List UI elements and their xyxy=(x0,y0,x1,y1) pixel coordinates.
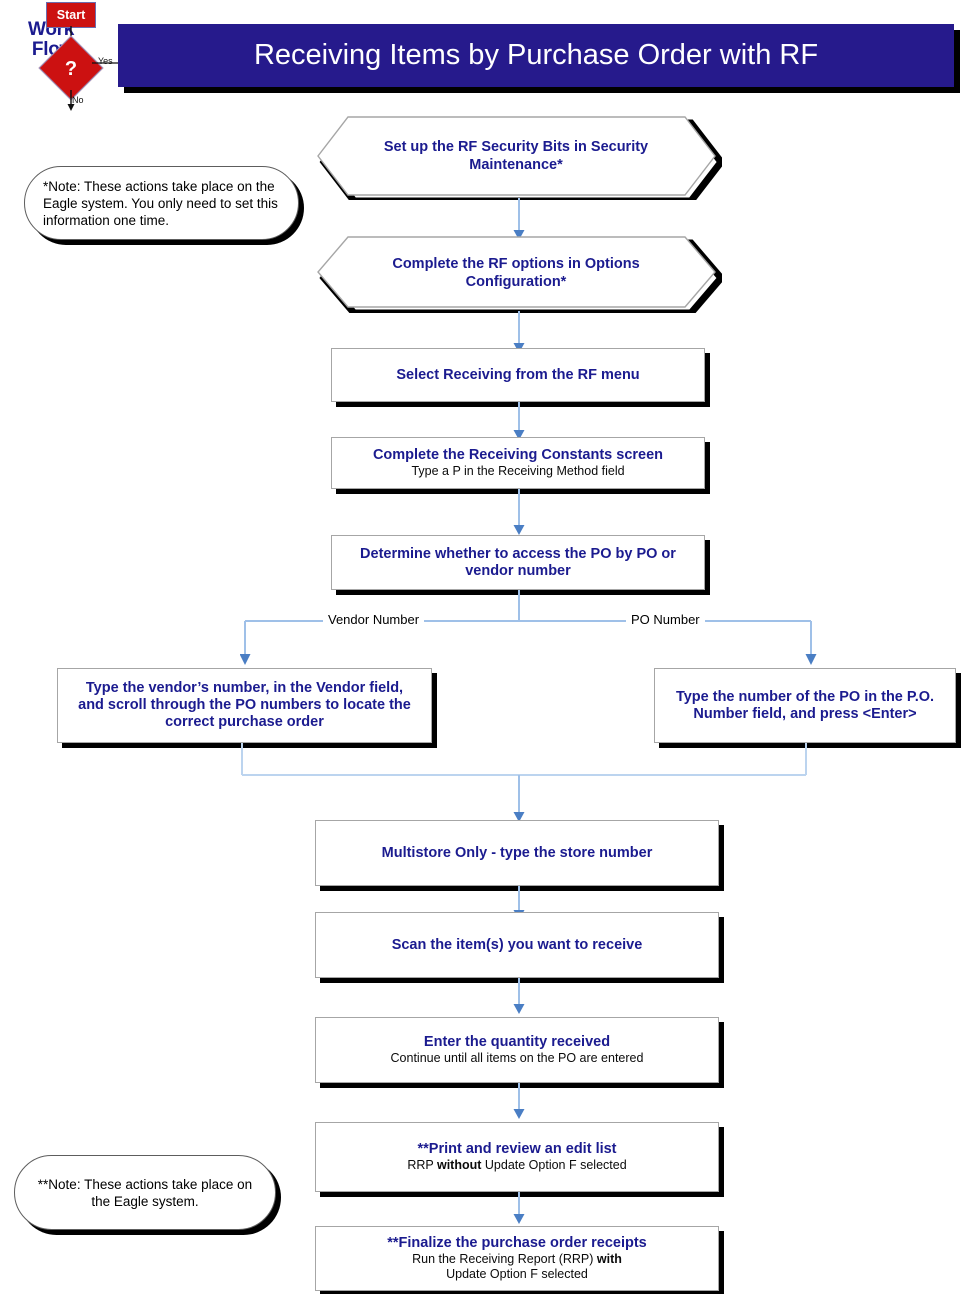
node-po-branch-title: Type the number of the PO in the P.O. Nu… xyxy=(675,688,935,722)
connector-constants-to-determine xyxy=(513,489,525,535)
hexagon-shape xyxy=(317,236,722,313)
edit-list-sub-emphasis: without xyxy=(436,1158,482,1172)
connector-scan-to-quantity xyxy=(513,978,525,1014)
node-determine-access[interactable]: Determine whether to access the PO by PO… xyxy=(331,535,705,590)
hexagon-shape xyxy=(317,116,722,200)
logo-yes-label: Yes xyxy=(98,56,113,66)
node-enter-quantity[interactable]: Enter the quantity received Continue unt… xyxy=(315,1017,719,1083)
branch-label-vendor-number: Vendor Number xyxy=(323,613,425,627)
node-scan-items-title: Scan the item(s) you want to receive xyxy=(391,936,643,953)
note-one-time: *Note: These actions take place on the E… xyxy=(24,166,299,240)
node-enter-quantity-title: Enter the quantity received xyxy=(423,1034,611,1050)
node-setup-security-bits-title: Set up the RF Security Bits in Security … xyxy=(383,139,649,173)
connector-select-receiving-to-constants xyxy=(513,402,525,440)
finalize-sub-part1: Run the Receiving Report (RRP) xyxy=(412,1252,597,1266)
edit-list-sub-part1: RRP xyxy=(407,1158,437,1172)
finalize-sub-emphasis: with xyxy=(596,1252,622,1266)
node-finalize-receipts[interactable]: **Finalize the purchase order receipts R… xyxy=(315,1226,719,1291)
node-vendor-branch-title: Type the vendor’s number, in the Vendor … xyxy=(78,680,411,730)
node-print-edit-list-title: **Print and review an edit list xyxy=(417,1141,617,1157)
node-po-branch[interactable]: Type the number of the PO in the P.O. Nu… xyxy=(654,668,956,743)
node-receiving-constants[interactable]: Complete the Receiving Constants screen … xyxy=(331,437,705,489)
node-receiving-constants-title: Complete the Receiving Constants screen xyxy=(372,447,664,463)
node-determine-access-title: Determine whether to access the PO by PO… xyxy=(360,545,676,579)
node-complete-rf-options[interactable]: Complete the RF options in Options Confi… xyxy=(310,233,722,313)
note-one-time-text: *Note: These actions take place on the E… xyxy=(43,178,278,228)
node-print-edit-list-subtitle: RRP without Update Option F selected xyxy=(397,1158,636,1173)
note-eagle-system: **Note: These actions take place on the … xyxy=(14,1155,276,1230)
page-title: Receiving Items by Purchase Order with R… xyxy=(118,24,954,87)
node-finalize-receipts-title: **Finalize the purchase order receipts xyxy=(387,1235,647,1251)
note-eagle-system-text: **Note: These actions take place on the … xyxy=(37,1176,253,1209)
node-complete-rf-options-title: Complete the RF options in Options Confi… xyxy=(392,256,640,290)
node-select-receiving[interactable]: Select Receiving from the RF menu xyxy=(331,348,705,402)
node-print-edit-list[interactable]: **Print and review an edit list RRP with… xyxy=(315,1122,719,1192)
start-node-icon: Start xyxy=(46,2,96,28)
branch-label-po-number: PO Number xyxy=(626,613,705,627)
logo-no-label: No xyxy=(72,95,84,105)
node-setup-security-bits[interactable]: Set up the RF Security Bits in Security … xyxy=(310,112,722,200)
node-finalize-receipts-subtitle-line2: Update Option F selected xyxy=(446,1267,588,1281)
node-multistore-store-number[interactable]: Multistore Only - type the store number xyxy=(315,820,719,886)
node-vendor-branch[interactable]: Type the vendor’s number, in the Vendor … xyxy=(57,668,432,743)
node-finalize-receipts-subtitle: Run the Receiving Report (RRP) with xyxy=(402,1252,632,1267)
node-receiving-constants-subtitle: Type a P in the Receiving Method field xyxy=(411,464,625,478)
connector-quantity-to-edit-list xyxy=(513,1083,525,1119)
workflow-logo: Work Flow Start ? Yes No xyxy=(0,0,130,112)
edit-list-sub-part3: Update Option F selected xyxy=(481,1158,627,1172)
decision-question-mark: ? xyxy=(64,58,78,80)
connector-branch-split xyxy=(240,590,817,665)
connector-edit-list-to-finalize xyxy=(513,1192,525,1224)
node-select-receiving-title: Select Receiving from the RF menu xyxy=(396,366,640,383)
node-multistore-store-number-title: Multistore Only - type the store number xyxy=(381,844,653,861)
connector-branch-merge xyxy=(241,743,807,822)
node-enter-quantity-subtitle: Continue until all items on the PO are e… xyxy=(390,1051,644,1065)
node-scan-items[interactable]: Scan the item(s) you want to receive xyxy=(315,912,719,978)
